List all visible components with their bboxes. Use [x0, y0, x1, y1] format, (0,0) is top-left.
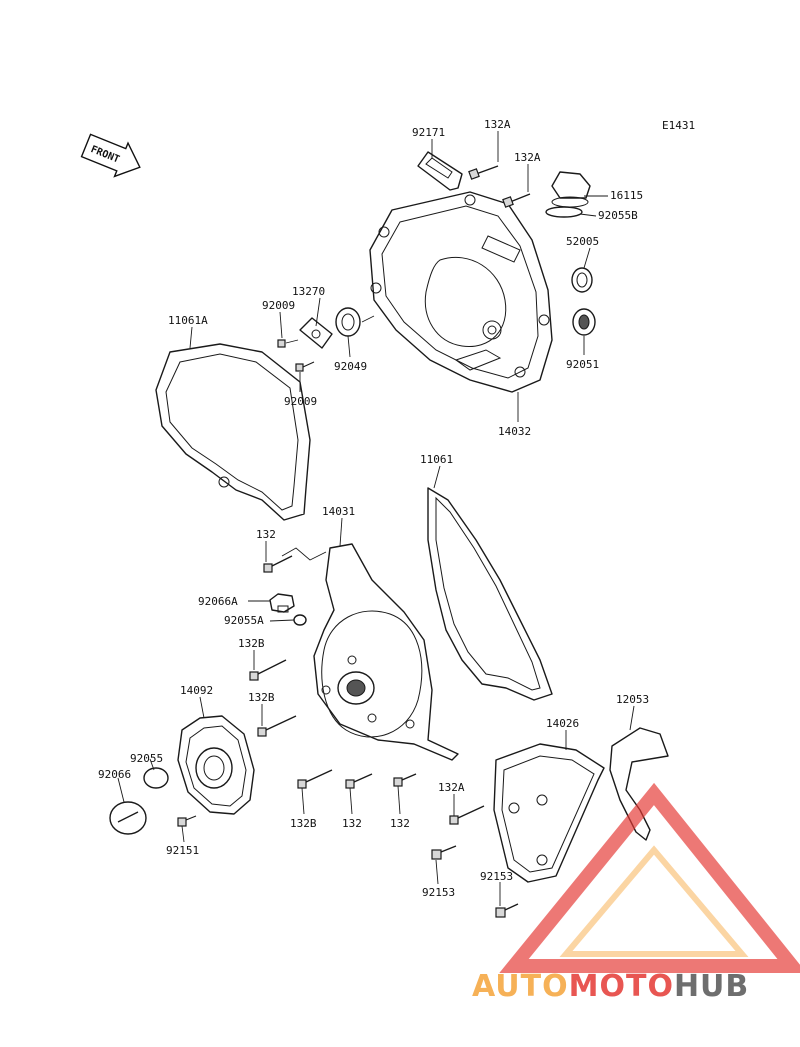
part-labels: 92171 132A 132A 16115 92055B 52005 92051… — [98, 118, 649, 899]
bolt-132a-top-1 — [468, 165, 499, 180]
bolt-132-lower-2 — [393, 773, 417, 787]
svg-text:AUTOMOTOHUB: AUTOMOTOHUB — [472, 969, 749, 1004]
part-label-132a-1: 132A — [484, 118, 511, 131]
part-label-132-3: 132 — [390, 817, 410, 830]
part-label-14092: 14092 — [180, 684, 213, 697]
bolt-132a-top-2 — [502, 193, 531, 208]
part-label-92055a: 92055A — [224, 614, 264, 627]
part-label-11061a: 11061A — [168, 314, 208, 327]
clutch-cover-14032 — [369, 191, 553, 393]
part-label-16115: 16115 — [610, 189, 643, 202]
bolt-132-lower-1 — [345, 773, 373, 789]
part-label-132a-2: 132A — [514, 151, 541, 164]
part-label-132-2: 132 — [342, 817, 362, 830]
part-label-92055: 92055 — [130, 752, 163, 765]
gasket-11061a — [155, 343, 311, 521]
part-label-132b-2: 132B — [248, 691, 275, 704]
part-label-92153-2: 92153 — [480, 870, 513, 883]
watermark-logo: AUTOMOTOHUB — [472, 782, 800, 1004]
watermark-auto: AUTO — [472, 969, 569, 1004]
gasket-11061 — [427, 487, 553, 701]
watermark-triangle-icon — [499, 782, 800, 973]
seal-92049 — [335, 307, 361, 337]
part-label-132b-3: 132B — [290, 817, 317, 830]
plug-92066a — [269, 593, 295, 613]
diagram-code: E1431 — [662, 119, 695, 132]
o-ring-92055 — [143, 767, 169, 789]
part-label-13270: 13270 — [292, 285, 325, 298]
part-label-14031: 14031 — [322, 505, 355, 518]
part-label-92171: 92171 — [412, 126, 445, 139]
part-label-132a-3: 132A — [438, 781, 465, 794]
cover-14092 — [177, 715, 255, 815]
plate-92171 — [417, 151, 463, 191]
bolt-132b-2 — [257, 715, 297, 737]
bolt-132b-3 — [297, 769, 333, 789]
part-label-52005: 52005 — [566, 235, 599, 248]
front-arrow-icon: FRONT — [80, 133, 141, 178]
part-label-92153-1: 92153 — [422, 886, 455, 899]
bolt-92153-1 — [431, 845, 457, 860]
oil-filler-cap-16115 — [551, 171, 591, 208]
sight-glass-52005 — [571, 267, 593, 293]
part-label-132-1: 132 — [256, 528, 276, 541]
bolt-92009-1 — [277, 339, 286, 348]
part-label-132b-1: 132B — [238, 637, 265, 650]
part-label-92151: 92151 — [166, 844, 199, 857]
watermark-moto: MOTO — [569, 969, 674, 1004]
part-label-12053: 12053 — [616, 693, 649, 706]
part-label-92066: 92066 — [98, 768, 131, 781]
seal-92051 — [572, 308, 596, 336]
bolt-92009-2 — [295, 361, 315, 372]
plate-13270 — [299, 317, 333, 349]
part-label-92051: 92051 — [566, 358, 599, 371]
part-label-92049: 92049 — [334, 360, 367, 373]
part-label-92066a: 92066A — [198, 595, 238, 608]
bolt-132b-1 — [249, 659, 287, 681]
bolt-132a-lower — [449, 805, 485, 825]
part-label-14032: 14032 — [498, 425, 531, 438]
part-label-11061: 11061 — [420, 453, 453, 466]
generator-cover-14031 — [313, 543, 459, 761]
bolt-132-upper — [263, 555, 293, 573]
leader-lines — [117, 131, 635, 906]
part-label-92009-2: 92009 — [284, 395, 317, 408]
sprocket-cover-14026 — [493, 743, 605, 883]
part-label-92055b: 92055B — [598, 209, 638, 222]
part-label-92009-1: 92009 — [262, 299, 295, 312]
bolt-92151 — [177, 815, 197, 827]
plug-92066 — [109, 801, 147, 835]
o-ring-92055b — [545, 206, 583, 218]
o-ring-92055a — [293, 614, 307, 626]
bolt-92153-2 — [495, 903, 519, 918]
part-label-14026: 14026 — [546, 717, 579, 730]
watermark-hub: HUB — [674, 969, 749, 1004]
